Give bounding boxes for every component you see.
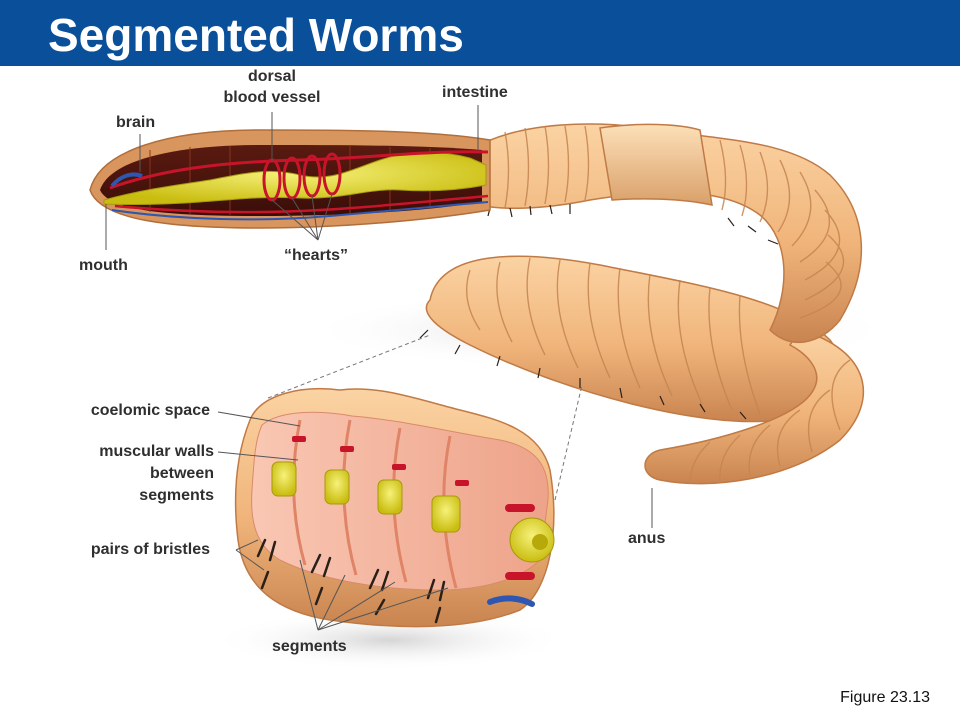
figure-caption: Figure 23.13 [840, 689, 930, 706]
closeup-intestine [271, 461, 555, 563]
label-between: between [149, 465, 214, 482]
label-intestine: intestine [442, 84, 508, 101]
label-mouth: mouth [79, 257, 128, 274]
dorsal-vessel [109, 150, 489, 190]
brain-mark [110, 172, 143, 188]
intestine-tube [103, 151, 487, 206]
segment-closeup [234, 388, 555, 628]
closeup-bristles [256, 538, 446, 624]
title-bar [0, 0, 960, 66]
segment-rings [465, 125, 851, 485]
ventral-vessel [114, 194, 489, 214]
label-anus: anus [628, 530, 666, 547]
section-shadow [210, 610, 570, 670]
zoom-lines [267, 334, 583, 501]
label-segments-walls: segments [139, 487, 214, 504]
label-muscular-walls: muscular walls [99, 443, 214, 460]
label-hearts: “hearts” [284, 247, 349, 264]
label-pairs-of-bristles: pairs of bristles [90, 541, 210, 558]
label-segments: segments [272, 638, 347, 655]
label-blood-vessel: blood vessel [223, 89, 321, 106]
leader-lines [105, 105, 653, 631]
label-brain: brain [116, 114, 156, 131]
bristles-body [419, 204, 779, 420]
label-dorsal: dorsal [247, 68, 296, 85]
dissected-head [89, 129, 491, 229]
label-coelomic-space: coelomic space [90, 402, 210, 419]
slide-title: Segmented Worms [48, 9, 464, 61]
nerve-cord [111, 201, 489, 221]
